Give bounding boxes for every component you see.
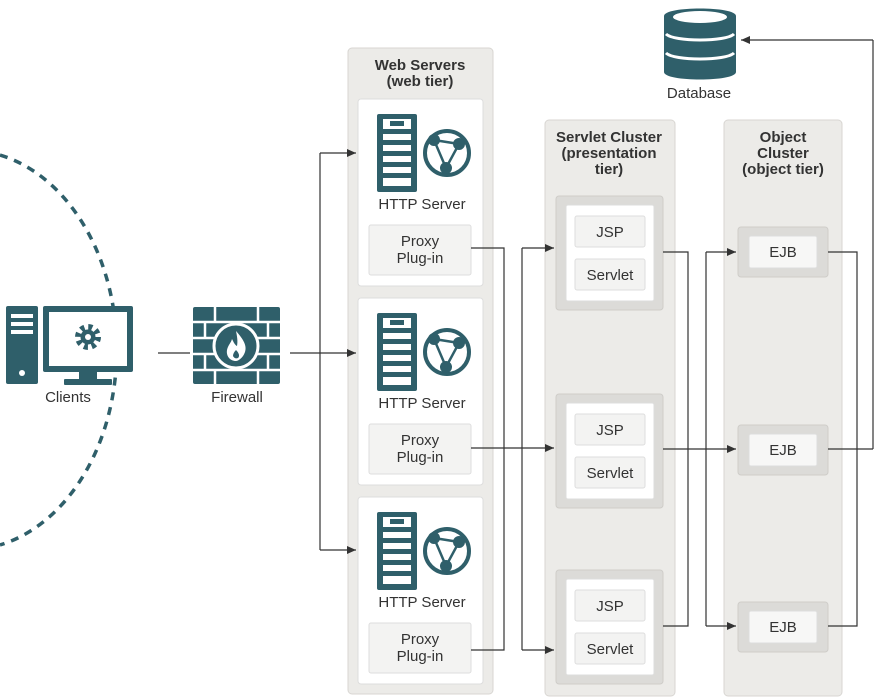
- web-tier-subtitle: (web tier): [387, 73, 454, 90]
- ejb-label: EJB: [769, 244, 797, 261]
- server-rack-icon: [377, 114, 417, 192]
- server-rack-icon: [377, 313, 417, 391]
- jsp-label: JSP: [596, 224, 624, 241]
- web-server-2: HTTP Server Proxy Plug-in: [357, 297, 484, 486]
- object-tier-subtitle: Cluster: [757, 145, 809, 162]
- globe-network-icon: [423, 129, 471, 177]
- http-server-label: HTTP Server: [378, 395, 465, 412]
- plugin-1-out: [471, 247, 505, 448]
- servlet-tier-subtitle: (presentation: [561, 145, 656, 162]
- servlet-label: Servlet: [587, 267, 635, 284]
- proxy-plugin-label: Proxy: [401, 631, 440, 648]
- globe-network-icon: [423, 328, 471, 376]
- web-server-1: HTTP Server Proxy Plug-in: [357, 98, 484, 287]
- firewall-label: Firewall: [211, 389, 263, 406]
- servlet-1-out: [663, 251, 689, 449]
- ejb-label: EJB: [769, 619, 797, 636]
- proxy-plugin-label-2: Plug-in: [397, 648, 444, 665]
- ejb-3-out: [828, 449, 858, 627]
- gear-icon: [75, 324, 101, 350]
- proxy-plugin-label-2: Plug-in: [397, 250, 444, 267]
- servlet-tier-subtitle-2: tier): [595, 161, 623, 178]
- ejb-node-2: EJB: [737, 424, 829, 476]
- web-tier-title: Web Servers: [375, 57, 466, 74]
- http-server-label: HTTP Server: [378, 594, 465, 611]
- globe-network-icon: [423, 527, 471, 575]
- ejb-node-3: EJB: [737, 601, 829, 653]
- http-server-label: HTTP Server: [378, 196, 465, 213]
- servlet-label: Servlet: [587, 641, 635, 658]
- database-icon: [664, 8, 736, 80]
- ejb-node-1: EJB: [737, 226, 829, 278]
- database-label: Database: [667, 85, 731, 102]
- servlet-tier-title: Servlet Cluster: [556, 129, 662, 146]
- servlet-label: Servlet: [587, 465, 635, 482]
- ejb-label: EJB: [769, 442, 797, 459]
- proxy-plugin-label: Proxy: [401, 432, 440, 449]
- clients-label: Clients: [45, 389, 91, 406]
- proxy-plugin-label: Proxy: [401, 233, 440, 250]
- jsp-label: JSP: [596, 422, 624, 439]
- plugin-3-out: [471, 448, 505, 651]
- jsp-label: JSP: [596, 598, 624, 615]
- servlet-node-2: JSP Servlet: [555, 393, 664, 509]
- servlet-3-out: [663, 449, 689, 627]
- proxy-plugin-label-2: Plug-in: [397, 449, 444, 466]
- desktop-computer-icon: [6, 306, 133, 385]
- servlet-node-1: JSP Servlet: [555, 195, 664, 311]
- servlet-node-3: JSP Servlet: [555, 569, 664, 685]
- connectors: [158, 36, 874, 654]
- object-tier-title: Object: [760, 129, 807, 146]
- web-server-3: HTTP Server Proxy Plug-in: [357, 496, 484, 685]
- server-rack-icon: [377, 512, 417, 590]
- ejb-1-out: [828, 251, 858, 449]
- firewall-icon: [193, 307, 280, 384]
- object-tier-subtitle-2: (object tier): [742, 161, 824, 178]
